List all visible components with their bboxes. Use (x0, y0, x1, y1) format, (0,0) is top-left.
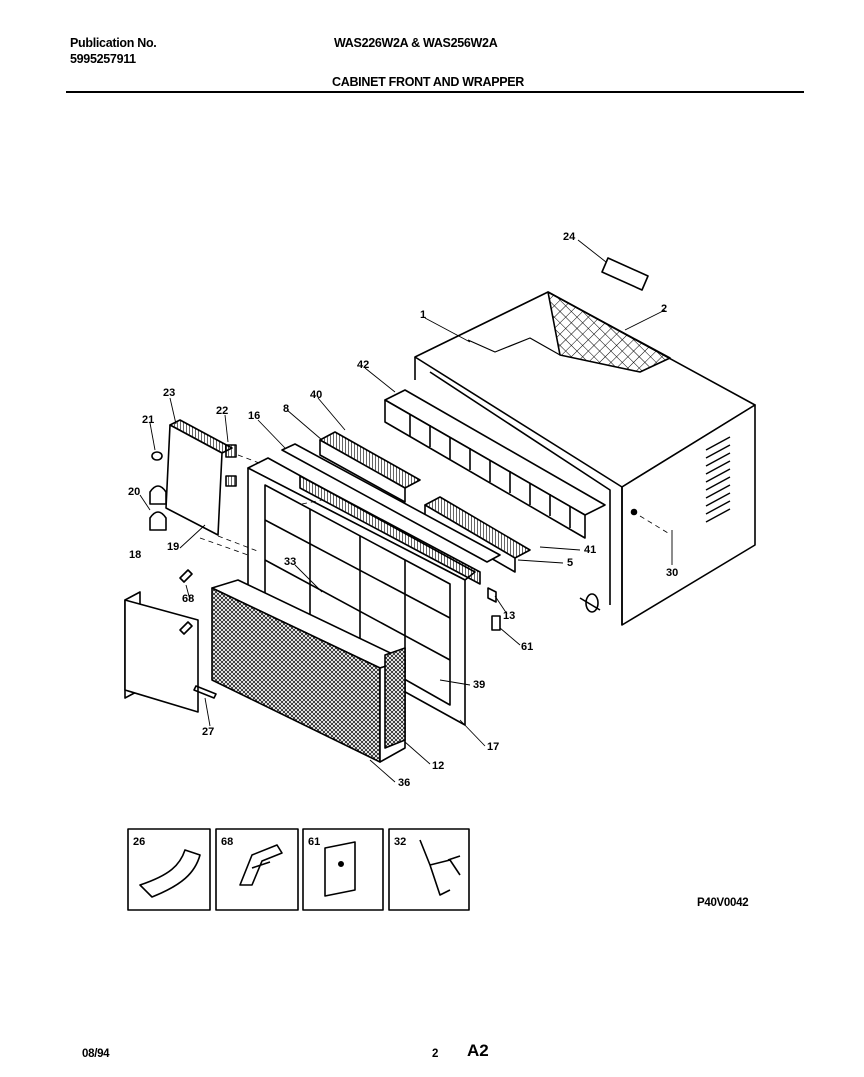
callout-39: 39 (473, 679, 485, 691)
callout-19: 19 (167, 541, 179, 553)
air-filter (384, 647, 406, 749)
callout-12: 12 (432, 760, 444, 772)
knob (151, 451, 163, 461)
callout-24: 24 (563, 231, 576, 243)
callout-20: 20 (128, 486, 140, 498)
inset-box-61 (302, 828, 384, 911)
cabinet-wrapper (414, 291, 756, 626)
callout-36: 36 (398, 777, 410, 789)
inset-box-32 (388, 828, 470, 911)
header-rule (66, 91, 804, 93)
publication-label: Publication No. (70, 36, 157, 50)
side-panel (124, 599, 199, 713)
side-louvers (705, 436, 731, 523)
knob-upper (149, 485, 167, 505)
callout-16: 16 (248, 410, 260, 422)
callout-labels: 24 1 2 42 23 22 16 8 40 21 20 19 41 5 30… (128, 231, 678, 789)
callout-21: 21 (142, 414, 154, 426)
inset-labels: 26 68 61 32 (133, 836, 406, 848)
screw-bracket (487, 587, 497, 603)
inset-part-68 (239, 844, 283, 886)
inset-part-61 (324, 841, 356, 897)
label-plate (601, 257, 649, 291)
callout-18: 18 (129, 549, 141, 561)
inset-label-68: 68 (221, 836, 233, 848)
callout-41: 41 (584, 544, 596, 556)
callout-22: 22 (216, 405, 228, 417)
inset-label-32: 32 (394, 836, 406, 848)
upper-louver (319, 431, 421, 503)
control-switch (225, 444, 237, 458)
callout-68: 68 (182, 593, 194, 605)
callout-30: 30 (666, 567, 678, 579)
callout-33: 33 (284, 556, 296, 568)
handle (193, 685, 217, 699)
callout-8: 8 (283, 403, 289, 415)
callout-2: 2 (661, 303, 667, 315)
callout-40: 40 (310, 389, 322, 401)
callout-23: 23 (163, 387, 175, 399)
callout-61: 61 (521, 641, 533, 653)
inset-part-32 (419, 839, 461, 896)
inset-boxes (127, 828, 470, 911)
inset-part-26 (139, 849, 201, 898)
callout-27: 27 (202, 726, 214, 738)
drawing-code: P40V0042 (697, 897, 749, 909)
publication-number: 5995257911 (70, 52, 136, 66)
louver-frame (384, 389, 606, 539)
trim-panel (281, 443, 501, 585)
inset-box-26 (127, 828, 211, 911)
callout-1: 1 (420, 309, 426, 321)
callout-13: 13 (503, 610, 515, 622)
knob-lower (149, 511, 167, 531)
callout-5: 5 (567, 557, 573, 569)
model-title: WAS226W2A & WAS256W2A (334, 36, 498, 50)
inset-label-26: 26 (133, 836, 145, 848)
inset-box-68 (215, 828, 299, 911)
bracket (491, 615, 501, 631)
leader-lines (139, 239, 673, 783)
footer-date: 08/94 (82, 1048, 110, 1060)
assembly-lines (199, 454, 669, 556)
control-switch-2 (225, 475, 237, 487)
section-title: CABINET FRONT AND WRAPPER (332, 75, 525, 89)
callout-17: 17 (487, 741, 499, 753)
clip-lower (179, 621, 193, 635)
footer-revision: A2 (467, 1041, 489, 1060)
callout-42: 42 (357, 359, 369, 371)
footer-page-number: 2 (432, 1048, 439, 1060)
control-panel (165, 419, 233, 536)
clip-upper (179, 569, 193, 583)
inset-label-61: 61 (308, 836, 320, 848)
